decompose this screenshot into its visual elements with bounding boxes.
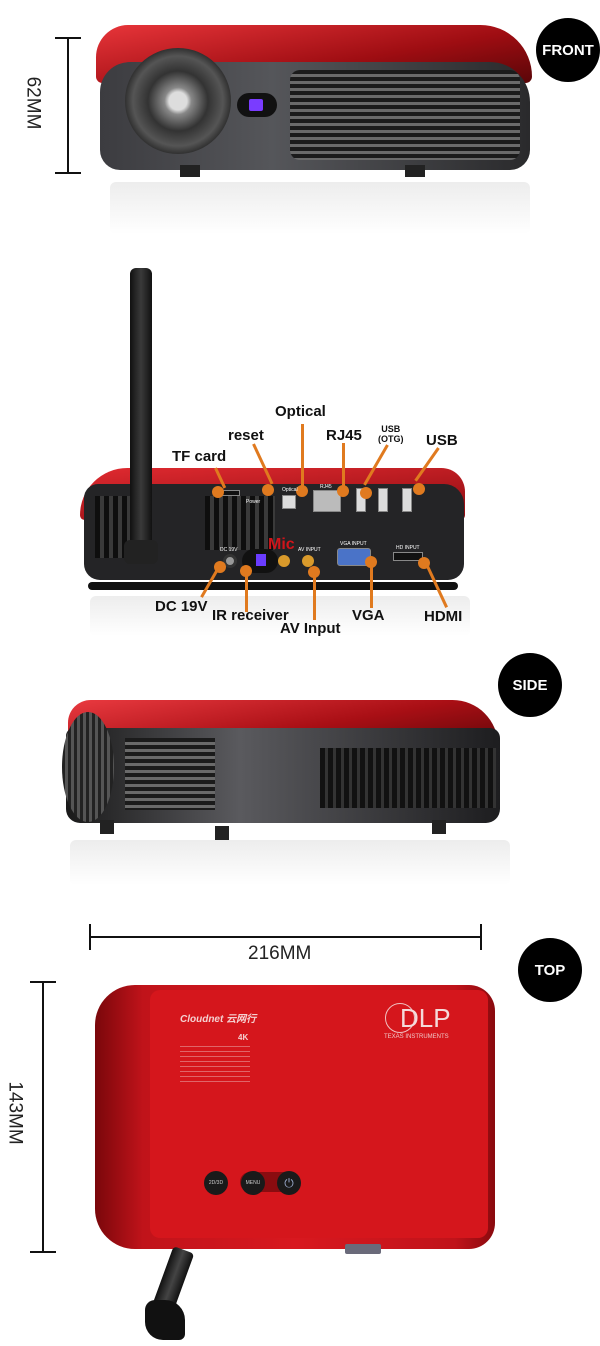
foot — [405, 165, 425, 177]
dimension-tick — [480, 924, 482, 950]
foot — [100, 820, 114, 834]
callout-dot — [360, 487, 372, 499]
panel-label-power: Power — [246, 499, 261, 505]
antenna-base — [124, 540, 158, 564]
callout-line — [313, 570, 316, 620]
base — [88, 582, 458, 590]
callout-reset: reset — [228, 427, 264, 444]
foot — [180, 165, 200, 177]
vga-port-edge — [345, 1244, 381, 1254]
2d3d-button[interactable]: 2D/3D — [204, 1171, 228, 1195]
rj45-port — [313, 490, 341, 512]
callout-mic: Mic — [268, 536, 295, 553]
reflection — [70, 840, 510, 885]
brand-logo: Cloudnet 云网行 — [180, 1014, 257, 1025]
callout-line — [342, 443, 345, 487]
width-dimension-label: 216MM — [248, 943, 312, 964]
reflection — [90, 596, 470, 636]
callout-line — [301, 424, 304, 490]
callout-dot — [308, 566, 320, 578]
callout-line — [370, 560, 373, 608]
ir-window — [237, 93, 277, 117]
menu-button[interactable]: MENU — [241, 1171, 265, 1195]
height-dimension-label: 62MM — [22, 76, 44, 130]
foot — [215, 826, 229, 840]
antenna-tip — [145, 1300, 185, 1340]
callout-vga: VGA — [352, 607, 385, 624]
usb-port — [402, 488, 412, 512]
callout-optical: Optical — [275, 403, 326, 420]
side-badge: SIDE — [498, 653, 562, 717]
callout-av-input: AV Input — [280, 620, 341, 637]
callout-dot — [296, 485, 308, 497]
top-badge: TOP — [518, 938, 582, 1002]
height-dimension-line — [67, 38, 69, 174]
mic-jack — [278, 555, 290, 567]
panel-label-vga: VGA INPUT — [340, 541, 367, 547]
foot — [432, 820, 446, 834]
callout-hdmi: HDMI — [424, 608, 463, 625]
depth-dimension-line — [42, 982, 44, 1252]
dc-jack — [223, 554, 237, 568]
callout-dot — [212, 486, 224, 498]
callout-dot — [262, 484, 274, 496]
callout-dot — [418, 557, 430, 569]
panel-label-hdmi: HD INPUT — [396, 545, 420, 551]
width-dimension-line — [90, 936, 482, 938]
panel-label-rj45: RJ45 — [320, 484, 332, 490]
vent-grille — [290, 70, 520, 160]
dimension-tick — [55, 172, 81, 174]
vent-grille — [125, 738, 215, 810]
depth-dimension-label: 143MM — [4, 1081, 26, 1145]
callout-line — [245, 570, 248, 612]
front-badge: FRONT — [536, 18, 600, 82]
lens-barrel — [62, 712, 114, 822]
callout-dot — [240, 565, 252, 577]
vent-grille — [205, 496, 275, 550]
dimension-tick — [30, 1251, 56, 1253]
callout-usb: USB — [426, 432, 458, 449]
dlp-texas-instruments: TEXAS INSTRUMENTS — [384, 1034, 449, 1040]
spec-4k: 4K — [238, 1033, 249, 1042]
panel-label-av: AV INPUT — [298, 547, 321, 553]
callout-dot — [413, 483, 425, 495]
callout-dc-19v: DC 19V — [155, 598, 208, 615]
reflection — [110, 182, 530, 234]
callout-rj45: RJ45 — [326, 427, 362, 444]
lens — [125, 48, 231, 154]
dlp-logo-ring — [385, 1003, 415, 1033]
callout-dot — [214, 561, 226, 573]
optical-port — [282, 495, 296, 509]
callout-dot — [365, 556, 377, 568]
antenna — [130, 268, 152, 560]
top-panel — [150, 990, 488, 1238]
power-button[interactable]: ⏻ — [277, 1171, 301, 1195]
av-input-jack — [302, 555, 314, 567]
usb-port — [378, 488, 388, 512]
callout-usb-otg: USB (OTG) — [378, 424, 404, 444]
panel-label-optical: Optical — [282, 487, 298, 493]
callout-tf-card: TF card — [172, 448, 227, 465]
warning-text — [180, 1046, 250, 1086]
hdmi-port — [393, 552, 423, 561]
callout-dot — [337, 485, 349, 497]
panel-label-dc: DC 19V — [220, 547, 238, 553]
dlp-logo: DLP — [400, 1003, 451, 1033]
vent-grille — [320, 748, 496, 808]
callout-ir-receiver: IR receiver — [212, 607, 289, 624]
